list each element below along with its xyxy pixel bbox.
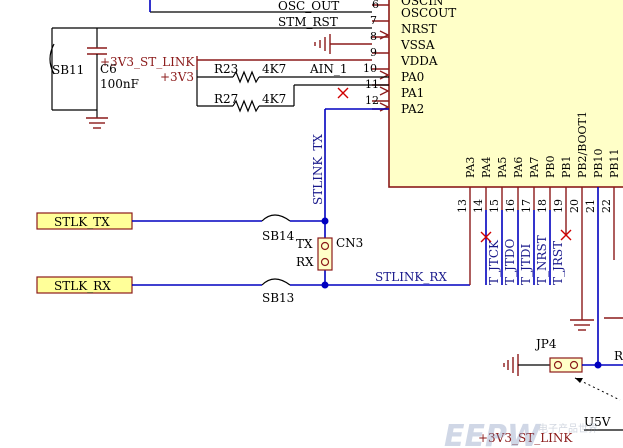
pin-num-18: 18 [536,199,549,213]
label-3v3-st-link-bottom: +3V3_ST_LINK [478,431,573,445]
pin-num-16: 16 [504,199,517,213]
pin-name-pa7: PA7 [528,157,541,178]
pin-name-pa2: PA2 [401,102,424,116]
pin-name-nrst: NRST [401,22,437,36]
vssa-ground-icon [314,34,331,54]
pin-name-oscin: OSCIN [401,0,443,8]
pin-name-pa3: PA3 [464,157,477,178]
pin-num-13b: 13 [456,199,469,213]
r27-value: 4K7 [262,92,286,106]
net-t-jtdi: T_JTDI [519,244,533,285]
jp4-ground-icon [503,354,519,376]
pin-num-22: 22 [600,199,613,213]
net-t-jtdo: T_JTDO [503,239,517,285]
cn3-rx-label: RX [296,255,314,269]
pin-num-12: 12 [365,94,379,107]
port-stlk-tx-label: STLK_TX [54,215,110,229]
net-r-partial: R [614,349,623,363]
r27-ref: R27 [214,92,238,106]
c6-capacitor-icon [87,47,107,55]
pin-num-9: 9 [370,46,377,59]
mcu-bottom-pin-lines [469,187,615,364]
pin-num-17: 17 [520,199,533,213]
r23-resistor-icon [232,70,260,84]
net-t-nrst: T_NRST [535,235,549,285]
r23-value: 4K7 [262,62,286,76]
pin-name-vssa: VSSA [400,38,435,52]
pin-num-21: 21 [584,199,597,213]
sb14-solder-bridge-icon [261,214,291,222]
net-stm-rst: STM_RST [278,15,338,29]
mcu-body [388,0,623,188]
pin-name-pb2: PB2/BOOT1 [576,111,589,178]
c6-value: 100nF [100,77,139,91]
pin-name-pb0: PB0 [544,156,557,178]
r23-ref: R23 [214,62,238,76]
sb11-solder-bridge-icon [49,43,55,75]
pin-name-pa4: PA4 [480,157,493,178]
pin-num-8: 8 [370,30,377,43]
sb14-ref: SB14 [262,229,295,243]
pin-name-pb11: PB11 [608,149,621,178]
pin-num-7: 7 [370,14,377,27]
nc-mark-pb2-icon [560,229,572,241]
dotted-arrow-icon [574,377,621,401]
c6-ref: C6 [100,62,117,76]
port-stlk-rx-label: STLK_RX [54,279,111,293]
sb11-ref: SB11 [52,63,84,77]
watermark-sub: 电子产品世界 [538,422,598,435]
watermark-text: EEPW [444,419,542,448]
label-3v3-st-link-top: +3V3_ST_LINK [100,55,195,69]
jp4-ref: JP4 [534,337,557,351]
sb13-ref: SB13 [262,291,294,305]
pin-num-10: 10 [363,62,377,75]
pb2-ground-icon [570,319,594,331]
pin-num-20: 20 [568,199,581,213]
pin-name-pa6: PA6 [512,157,525,178]
pin-name-pa0: PA0 [401,70,424,84]
r27-resistor-icon [232,99,260,113]
pin-name-pb1: PB1 [560,156,573,178]
pin-name-vdda: VDDA [400,54,438,68]
pin-num-19: 19 [552,199,565,213]
net-stlink-rx: STLINK_RX [375,270,447,284]
net-stlink-tx: STLINK_TX [311,134,325,205]
sb13-solder-bridge-icon [261,278,291,286]
pin-name-pa5: PA5 [496,157,509,178]
eepw-watermark-logo: EEPW 电子产品世界 [444,419,598,448]
nc-mark-pa4-icon [480,231,492,243]
pin-name-pa1: PA1 [401,86,424,100]
label-3v3-top: +3V3 [160,70,194,84]
net-u5v: U5V [584,415,611,429]
net-t-jrst: T_JRST [551,241,565,285]
cn3-tx-label: TX [296,237,313,251]
pin-num-6: 6 [372,0,379,11]
net-ain-1: AIN_1 [309,62,348,76]
pin-name-oscout: OSCOUT [401,6,456,20]
pin-num-14: 14 [472,199,485,213]
net-osc-out: OSC_OUT [278,0,339,13]
pin-name-pb10: PB10 [592,149,605,178]
cn3-ref: CN3 [336,236,363,250]
c6-ground-icon [86,117,108,129]
net-t-jtck: T_JTCK [487,239,501,285]
nc-mark-pa1-icon [337,87,349,99]
pin-num-15: 15 [488,199,501,213]
